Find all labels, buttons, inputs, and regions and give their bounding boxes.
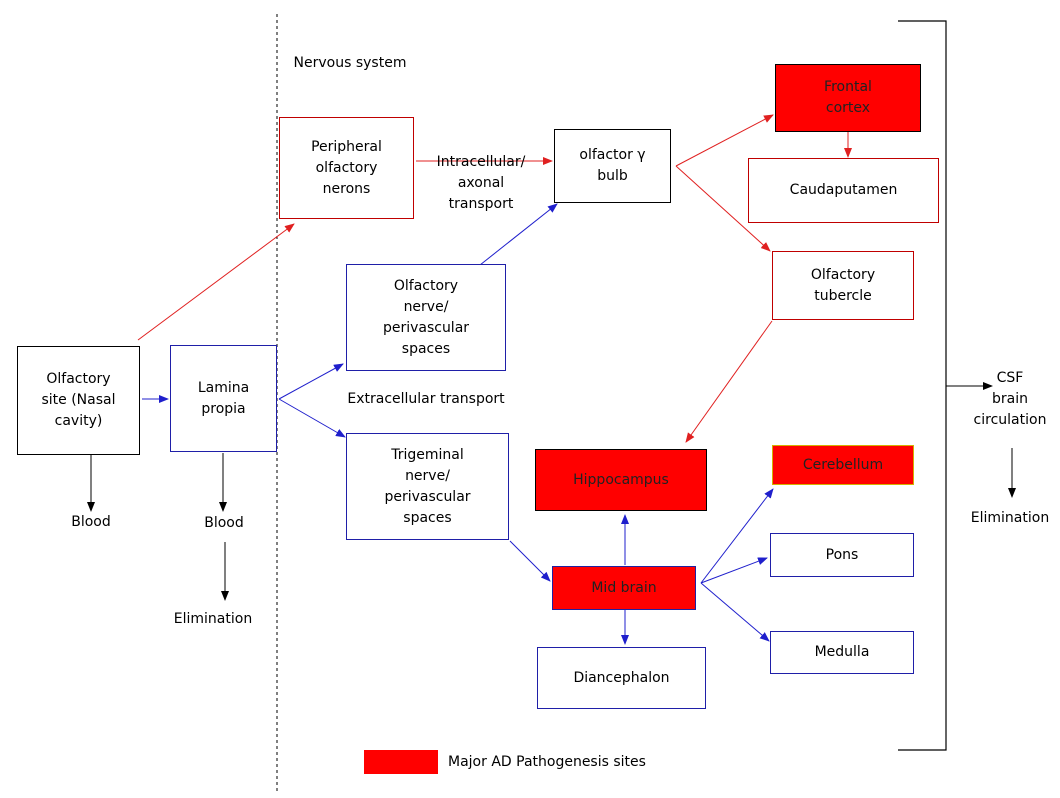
arrow-lamina-to-olfactory-nerve	[278, 363, 344, 400]
trigeminal-nerve-node: Trigeminal nerve/ perivascular spaces	[346, 433, 509, 540]
hippocampus-text: Hippocampus	[573, 471, 669, 488]
legend-label: Major AD Pathogenesis sites	[448, 754, 646, 770]
hippocampus-node: Hippocampus	[535, 449, 707, 511]
cerebellum-node: Cerebellum	[772, 445, 914, 485]
diancephalon-node: Diancephalon	[537, 647, 706, 709]
peripheral-neurons-text: Peripheral olfactory nerons	[311, 138, 382, 197]
cerebellum-text: Cerebellum	[802, 456, 884, 473]
peripheral-neurons-node: Peripheral olfactory nerons	[279, 117, 414, 219]
extracellular-transport-label: Extracellular transport	[347, 391, 505, 407]
arrow-site-to-peripheral	[137, 223, 295, 341]
caudaputamen-text: Caudaputamen	[789, 182, 898, 198]
elimination-label-left: Elimination	[173, 611, 253, 627]
caudaputamen-node: Caudaputamen	[748, 158, 939, 223]
trigeminal-nerve-text: Trigeminal nerve/ perivascular spaces	[384, 446, 471, 526]
olfactory-site-node: Olfactory site (Nasal cavity)	[17, 346, 140, 455]
olfactory-bulb-text: olfactor γ bulb	[579, 147, 646, 184]
intracellular-transport-label: Intracellular/ axonal transport	[436, 154, 526, 212]
olfactory-tubercle-text: Olfactory tubercle	[810, 266, 876, 304]
blood-label-lamina: Blood	[204, 515, 244, 531]
csf-circulation-label: CSF brain circulation	[973, 370, 1047, 428]
frontal-cortex-text: Frontal cortex	[824, 79, 872, 116]
arrow-midbrain-to-pons	[700, 557, 768, 584]
arrow-bulb-to-tubercle	[675, 165, 771, 252]
arrow-midbrain-to-medulla	[700, 582, 770, 642]
medulla-node: Medulla	[770, 631, 914, 674]
blood-label-left: Blood	[71, 514, 111, 530]
elimination-label-right: Elimination	[970, 510, 1050, 526]
medulla-text: Medulla	[814, 644, 870, 660]
pons-node: Pons	[770, 533, 914, 577]
lamina-propia-node: Lamina propia	[170, 345, 277, 452]
mid-brain-text: Mid brain	[591, 579, 657, 596]
arrow-olfactory-nerve-to-bulb	[479, 203, 558, 266]
arrow-tubercle-to-hippocampus	[685, 320, 773, 443]
arrow-trigeminal-to-midbrain	[509, 540, 551, 582]
pons-text: Pons	[825, 546, 859, 563]
nervous-system-label: Nervous system	[293, 55, 407, 71]
olfactory-tubercle-node: Olfactory tubercle	[772, 251, 914, 320]
arrow-midbrain-to-cerebellum	[700, 488, 774, 584]
olfactory-nerve-node: Olfactory nerve/ perivascular spaces	[346, 264, 506, 371]
arrow-bulb-to-frontal	[675, 114, 774, 167]
arrow-lamina-to-trigeminal	[278, 398, 346, 438]
mid-brain-node: Mid brain	[552, 566, 696, 610]
olfactory-site-text: Olfactory site (Nasal cavity)	[41, 371, 116, 429]
frontal-cortex-node: Frontal cortex	[775, 64, 921, 132]
legend-swatch	[364, 750, 438, 774]
diancephalon-text: Diancephalon	[573, 669, 670, 686]
lamina-propia-text: Lamina propia	[197, 379, 250, 417]
olfactory-bulb-node: olfactor γ bulb	[554, 129, 671, 203]
olfactory-nerve-text: Olfactory nerve/ perivascular spaces	[382, 277, 470, 357]
